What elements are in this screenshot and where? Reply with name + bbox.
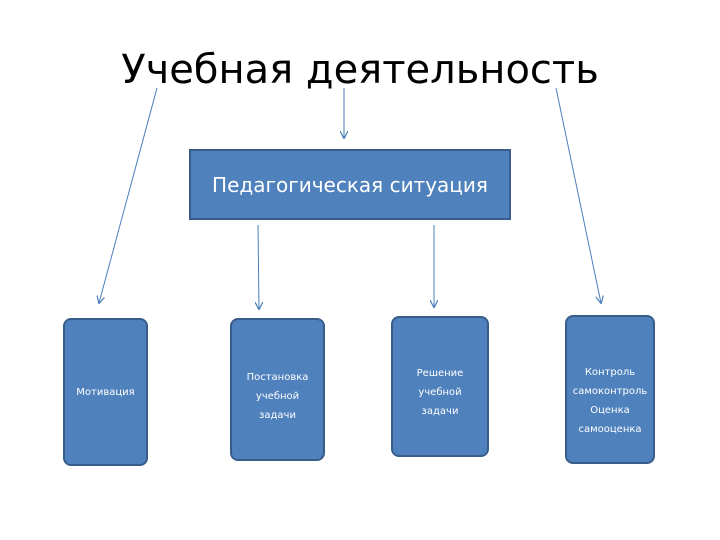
pedagogical-situation-label: Педагогическая ситуация (212, 172, 488, 197)
control-assessment-box: Контроль самоконтроль Оценка самооценка (565, 315, 655, 464)
task-solving-label: Решение учебной задачи (416, 368, 464, 417)
motivation-box: Мотивация (63, 318, 148, 466)
pedagogical-situation-box: Педагогическая ситуация (189, 149, 511, 220)
arrow-title-to-control (555, 87, 601, 303)
slide-title: Учебная деятельность (121, 47, 599, 93)
task-solving-box: Решение учебной задачи (391, 316, 489, 457)
task-setting-label: Постановка учебной задачи (246, 372, 309, 421)
arrow-title-to-motivation (99, 87, 158, 303)
task-setting-box: Постановка учебной задачи (230, 318, 325, 461)
motivation-label: Мотивация (76, 386, 135, 398)
arrow-situation-to-task-setting (258, 224, 259, 309)
control-assessment-label: Контроль самоконтроль Оценка самооценка (572, 367, 648, 435)
